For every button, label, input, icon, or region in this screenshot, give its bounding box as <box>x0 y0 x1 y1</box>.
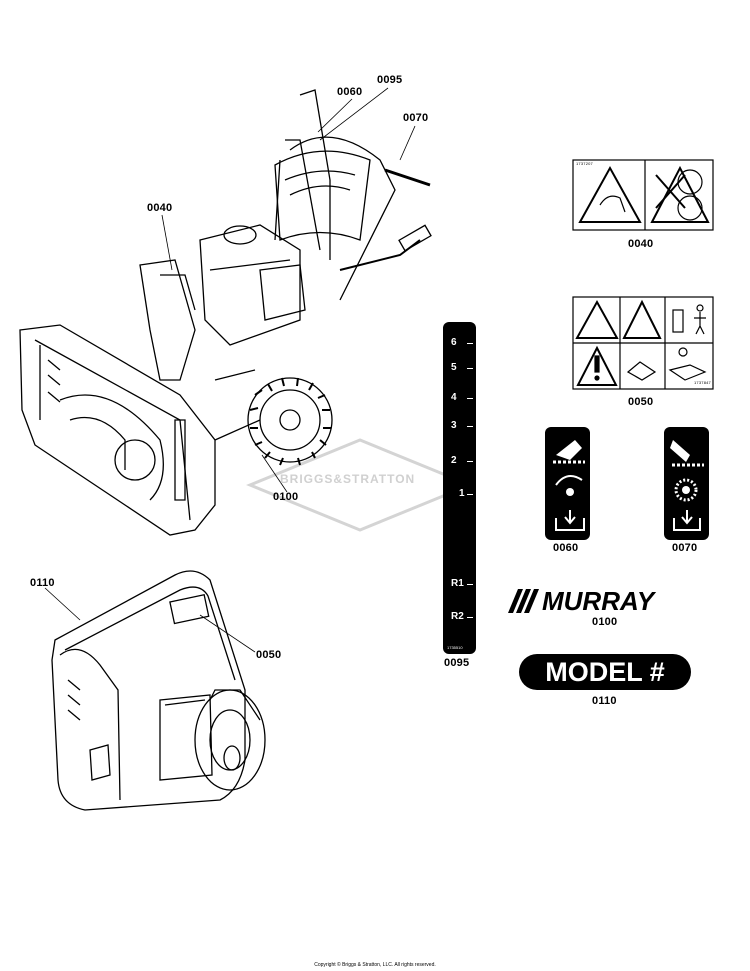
callout-0100: 0100 <box>273 491 299 503</box>
shift-decal-strip: 6 5 4 3 2 1 R1 R2 1735510 <box>443 322 476 654</box>
gear-tick <box>467 461 473 462</box>
decal-0060-label: 0060 <box>553 542 579 554</box>
decal-0060 <box>545 427 590 540</box>
gear-tick <box>467 426 473 427</box>
gear-tick <box>467 398 473 399</box>
gear-tick <box>467 343 473 344</box>
shift-strip-code: 1735510 <box>447 645 463 650</box>
shift-strip-label: 0095 <box>444 657 470 669</box>
callout-0095: 0095 <box>377 74 403 86</box>
gear-5: 5 <box>451 362 457 373</box>
decal-0050-label: 0050 <box>628 396 654 408</box>
model-number-badge: MODEL # <box>519 654 691 690</box>
gear-tick <box>467 494 473 495</box>
gear-1: 1 <box>459 488 465 499</box>
gear-tick <box>467 368 473 369</box>
gear-4: 4 <box>451 392 457 403</box>
callout-0110: 0110 <box>30 577 55 589</box>
snow-thrower-illustration <box>19 89 432 536</box>
gear-r2: R2 <box>451 611 464 622</box>
decal-0040 <box>572 159 714 231</box>
callout-0070: 0070 <box>403 112 429 124</box>
murray-logo: MURRAY <box>508 586 657 615</box>
leader-lines <box>44 87 416 653</box>
decal-0050 <box>572 296 714 390</box>
decal-0070 <box>664 427 709 540</box>
murray-wordmark: MURRAY <box>542 586 657 615</box>
watermark-text: BRIGGS&STRATTON <box>280 472 416 486</box>
gear-6: 6 <box>451 337 457 348</box>
gear-tick <box>467 617 473 618</box>
callout-0050: 0050 <box>256 649 282 661</box>
gear-r1: R1 <box>451 578 464 589</box>
decal-0040-code: 1737207 <box>576 161 593 166</box>
auger-housing-illustration <box>51 570 266 811</box>
gear-2: 2 <box>451 455 457 466</box>
decal-0070-label: 0070 <box>672 542 698 554</box>
decal-0050-code: 1737847 <box>694 380 711 385</box>
callout-0040: 0040 <box>147 202 173 214</box>
gear-3: 3 <box>451 420 457 431</box>
copyright-notice: Copyright © Briggs & Stratton, LLC. All … <box>314 962 436 968</box>
decal-0040-label: 0040 <box>628 238 654 250</box>
model-badge-label: 0110 <box>592 695 617 707</box>
gear-tick <box>467 584 473 585</box>
murray-logo-label: 0100 <box>592 616 618 628</box>
callout-0060: 0060 <box>337 86 363 98</box>
